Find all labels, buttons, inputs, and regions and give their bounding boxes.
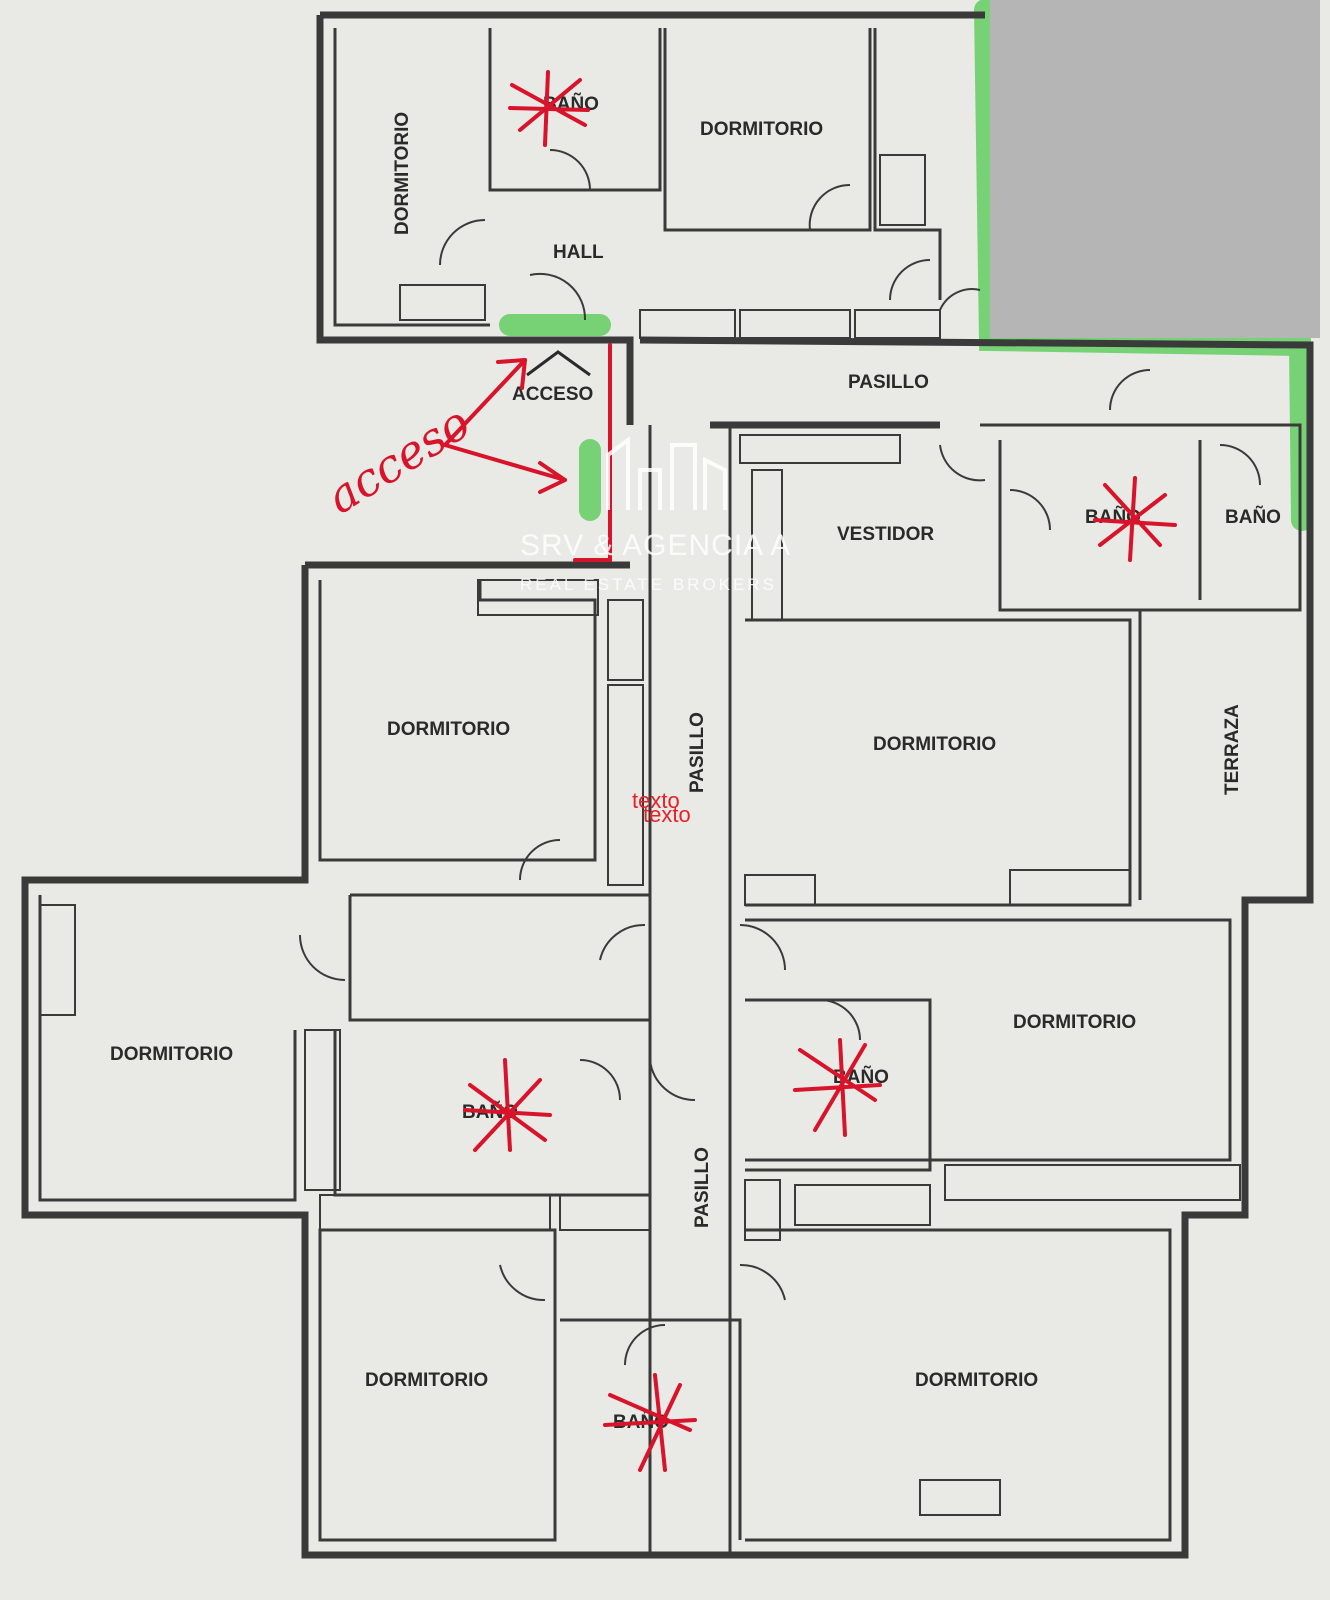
room-dormitorio-1: DORMITORIO [392,112,413,235]
texto-label-2: texto [643,802,691,827]
room-labels: DORMITORIO BAÑO DORMITORIO HALL ACCESO P… [110,93,1281,1433]
room-pasillo-1: PASILLO [848,372,929,393]
red-cross-bano-2 [1093,476,1177,562]
room-dormitorio-3: DORMITORIO [387,719,510,740]
room-dormitorio-2: DORMITORIO [700,119,823,140]
watermark: SRV & AGENCIA A REAL ESTATE BROKERS [520,436,791,594]
redaction-block [990,0,1320,338]
watermark-tagline: REAL ESTATE BROKERS [520,575,777,594]
room-dormitorio-4: DORMITORIO [873,734,996,755]
room-acceso: ACCESO [512,384,593,405]
watermark-brand: SRV & AGENCIA A [520,529,791,562]
room-bano-3: BAÑO [1225,506,1281,528]
red-cross-bano-6 [603,1373,697,1472]
room-pasillo-2: PASILLO [687,712,708,793]
closets [39,154,1241,1516]
skyline-logo-icon [606,436,727,510]
room-terraza: TERRAZA [1222,704,1243,795]
red-cross-bano-4 [793,1038,882,1137]
room-dormitorio-6: DORMITORIO [1013,1012,1136,1033]
acceso-chevron-icon [526,350,591,377]
room-pasillo-3: PASILLO [692,1147,713,1228]
room-dormitorio-8: DORMITORIO [915,1370,1038,1391]
room-dormitorio-7: DORMITORIO [365,1370,488,1391]
red-arrow-up-icon [443,358,527,447]
red-arrow-right-icon [443,443,567,494]
door-swings [299,149,1261,1366]
room-dormitorio-5: DORMITORIO [110,1044,233,1065]
red-cross-bano-1 [508,70,590,147]
room-vestidor: VESTIDOR [837,524,934,545]
red-access-line [573,343,612,562]
red-cross-bano-5 [463,1058,552,1152]
room-hall: HALL [553,242,604,263]
texto-label-1: texto [632,788,680,813]
